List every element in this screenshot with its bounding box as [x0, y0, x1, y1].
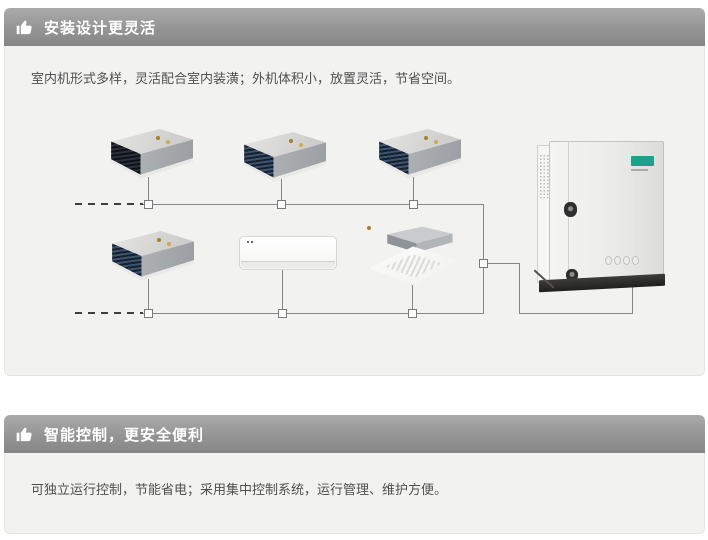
outdoor-vent-dots — [539, 154, 549, 198]
outdoor-louver-vents — [605, 256, 639, 265]
connector-node — [277, 200, 286, 209]
brand-logo — [631, 156, 654, 166]
section-smart-control: 智能控制，更安全便利 可独立运行控制，节能省电；采用集中控制系统，运行管理、维护… — [4, 415, 705, 534]
door-handle — [564, 202, 577, 217]
refrigerant-valve — [166, 139, 171, 144]
refrigerant-valve — [167, 241, 172, 246]
refrigerant-valve — [434, 139, 439, 144]
ceiling-ducted-unit-1 — [101, 128, 193, 180]
section-header: 智能控制，更安全便利 — [4, 415, 705, 453]
section-title: 安装设计更灵活 — [44, 19, 157, 37]
connector-node — [144, 200, 153, 209]
refrigerant-valve — [424, 136, 429, 141]
section-body: 可独立运行控制，节能省电；采用集中控制系统，运行管理、维护方便。 — [4, 453, 705, 534]
connector-node — [144, 309, 153, 318]
refrigerant-valve — [289, 139, 294, 144]
top-bus-line — [143, 204, 484, 205]
drop-line — [148, 177, 149, 204]
drop-line — [148, 279, 149, 313]
refrigerant-valve — [299, 142, 304, 147]
unit-display-dots — [247, 241, 255, 243]
refrigerant-valve — [157, 238, 162, 243]
dashed-line — [75, 203, 143, 205]
outdoor-feed-line — [632, 282, 633, 314]
ceiling-ducted-unit-3 — [369, 128, 461, 180]
branch-line — [519, 263, 520, 314]
drop-line — [412, 285, 413, 313]
unit-air-flap — [241, 261, 335, 268]
section-install-flexibility: 安装设计更灵活 室内机形式多样，灵活配合室内装潢；外机体积小，放置灵活，节省空间… — [4, 8, 705, 376]
refrigerant-valve — [156, 136, 161, 141]
refrigerant-valve — [367, 226, 371, 230]
outdoor-unit — [533, 138, 668, 296]
bottom-bus-line — [143, 313, 484, 314]
model-label — [631, 169, 648, 171]
section-text: 室内机形式多样，灵活配合室内装潢；外机体积小，放置灵活，节省空间。 — [31, 71, 461, 86]
connector-node — [408, 309, 417, 318]
connector-node — [409, 200, 418, 209]
section-title: 智能控制，更安全便利 — [44, 426, 205, 444]
branch-line — [483, 263, 520, 264]
thumbs-up-icon — [16, 20, 32, 35]
dashed-line — [75, 312, 143, 314]
ceiling-ducted-unit-4 — [102, 230, 194, 282]
ceiling-cassette-unit — [367, 226, 459, 286]
drop-line — [282, 270, 283, 313]
branch-line — [519, 313, 633, 314]
connector-node — [278, 309, 287, 318]
ceiling-ducted-unit-2 — [234, 131, 326, 183]
section-text: 可独立运行控制，节能省电；采用集中控制系统，运行管理、维护方便。 — [31, 482, 448, 497]
connector-node — [479, 259, 488, 268]
section-header: 安装设计更灵活 — [4, 8, 705, 46]
drop-line — [413, 174, 414, 204]
section-body: 室内机形式多样，灵活配合室内装潢；外机体积小，放置灵活，节省空间。 — [4, 46, 705, 376]
thumbs-up-icon — [16, 427, 32, 442]
drop-line — [281, 179, 282, 204]
wall-mounted-unit — [239, 236, 337, 270]
